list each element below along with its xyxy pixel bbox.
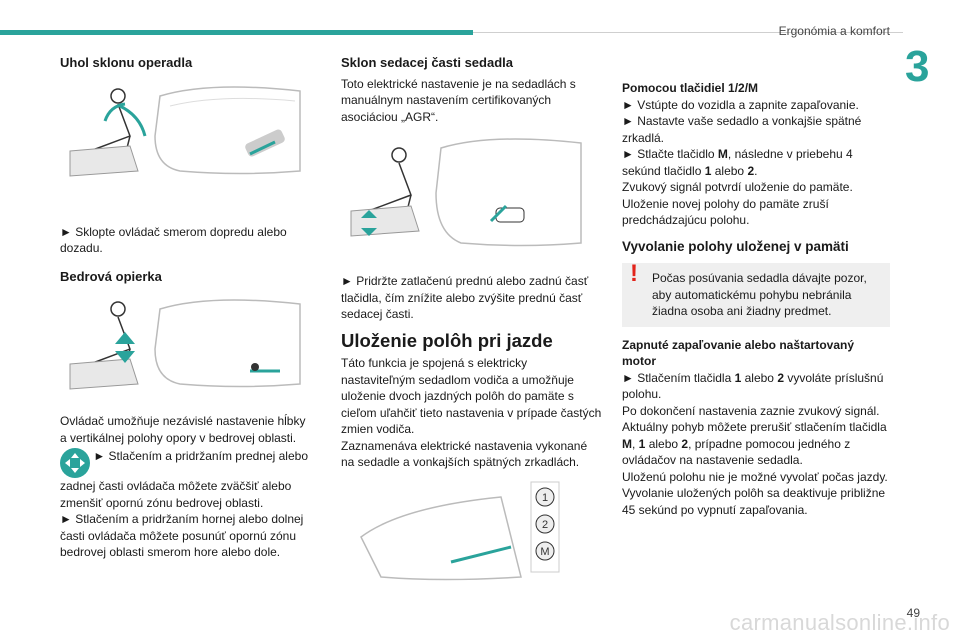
step-2: ► Nastavte vaše sedadlo a vonkajšie spät… — [622, 114, 862, 145]
memory-buttons-illustration: 1 2 M — [341, 477, 603, 592]
seat-tilt-illustration — [341, 133, 603, 263]
recall-driving-note: Uloženú polohu nie je možné vyvolať poča… — [622, 469, 888, 484]
warning-box: ! Počas posúvania sedadla dávajte pozor,… — [622, 260, 890, 327]
memory-button-2: 2 — [542, 519, 548, 531]
recall-interrupt: Aktuálny pohyb môžete prerušiť stlačením… — [622, 420, 887, 467]
column-1: Uhol sklonu operadla ► Sklopte ovládač s… — [60, 55, 315, 561]
watermark: carmanualsonline.info — [729, 610, 950, 635]
lumbar-front-rear-text: ► Stlačením a pridržaním prednej alebo z… — [60, 449, 308, 510]
header-accent-bar — [0, 30, 473, 35]
heading-memory-positions: Uloženie polôh pri jazde — [341, 329, 553, 351]
recall-beep: Po dokončení nastavenia zaznie zvukový s… — [622, 403, 880, 418]
memory-description: Táto funkcia je spojená s elektricky nas… — [341, 356, 602, 436]
warning-icon: ! — [630, 260, 638, 287]
heading-seat-tilt: Sklon sedacej časti sedadla — [341, 55, 513, 70]
heading-lumbar-support: Bedrová opierka — [60, 268, 162, 284]
heading-recall: Vyvolanie polohy uloženej v pamäti — [622, 238, 849, 254]
step-3: ► Stlačte tlačidlo M, následne v priebeh… — [622, 147, 853, 178]
lumbar-front-rear: ► Stlačením a pridržaním prednej alebo z… — [60, 448, 315, 511]
recall-step: ► Stlačením tlačidla 1 alebo 2 vyvoláte … — [622, 370, 884, 402]
lumbar-control-icon — [60, 448, 90, 478]
column-3: Pomocou tlačidiel 1/2/M ► Vstúpte do voz… — [622, 80, 890, 518]
memory-button-1: 1 — [542, 492, 548, 504]
backrest-illustration — [60, 76, 315, 188]
section-title: Ergonómia a komfort — [778, 24, 890, 38]
buttons-subheading: Pomocou tlačidiel 1/2/M — [622, 81, 759, 95]
beep-confirm: Zvukový signál potvrdí uloženie do pamät… — [622, 180, 853, 194]
header-rule — [473, 32, 903, 33]
heading-backrest-angle: Uhol sklonu operadla — [60, 55, 193, 70]
recall-deactivation-note: Vyvolanie uložených polôh sa deaktivuje … — [622, 486, 886, 517]
warning-text: Počas posúvania sedadla dávajte pozor, a… — [652, 271, 867, 318]
lumbar-illustration — [60, 289, 315, 399]
lumbar-description: Ovládač umožňuje nezávislé nastavenie hĺ… — [60, 414, 306, 445]
seat-tilt-description: Toto elektrické nastavenie je na sedadlá… — [341, 76, 576, 124]
ignition-heading: Zapnuté zapaľovanie alebo naštartovaný m… — [622, 337, 855, 369]
memory-button-m: M — [540, 546, 549, 558]
page-number: 49 — [906, 606, 920, 620]
seat-tilt-instruction: ► Pridržte zatlačenú prednú alebo zadnú … — [341, 274, 589, 321]
chapter-number: 3 — [905, 42, 930, 91]
lumbar-up-down-text: ► Stlačením a pridržaním hornej alebo do… — [60, 512, 304, 559]
column-2: Sklon sedacej časti sedadla Toto elektri… — [341, 55, 603, 592]
step-1: ► Vstúpte do vozidla a zapnite zapaľovan… — [622, 97, 859, 112]
overwrite-note: Uloženie novej polohy do pamäte zruší pr… — [622, 196, 829, 228]
memory-records: Zaznamenáva elektrické nastavenia vykona… — [341, 438, 588, 470]
backrest-instruction: ► Sklopte ovládač smerom dopredu alebo d… — [60, 224, 287, 256]
